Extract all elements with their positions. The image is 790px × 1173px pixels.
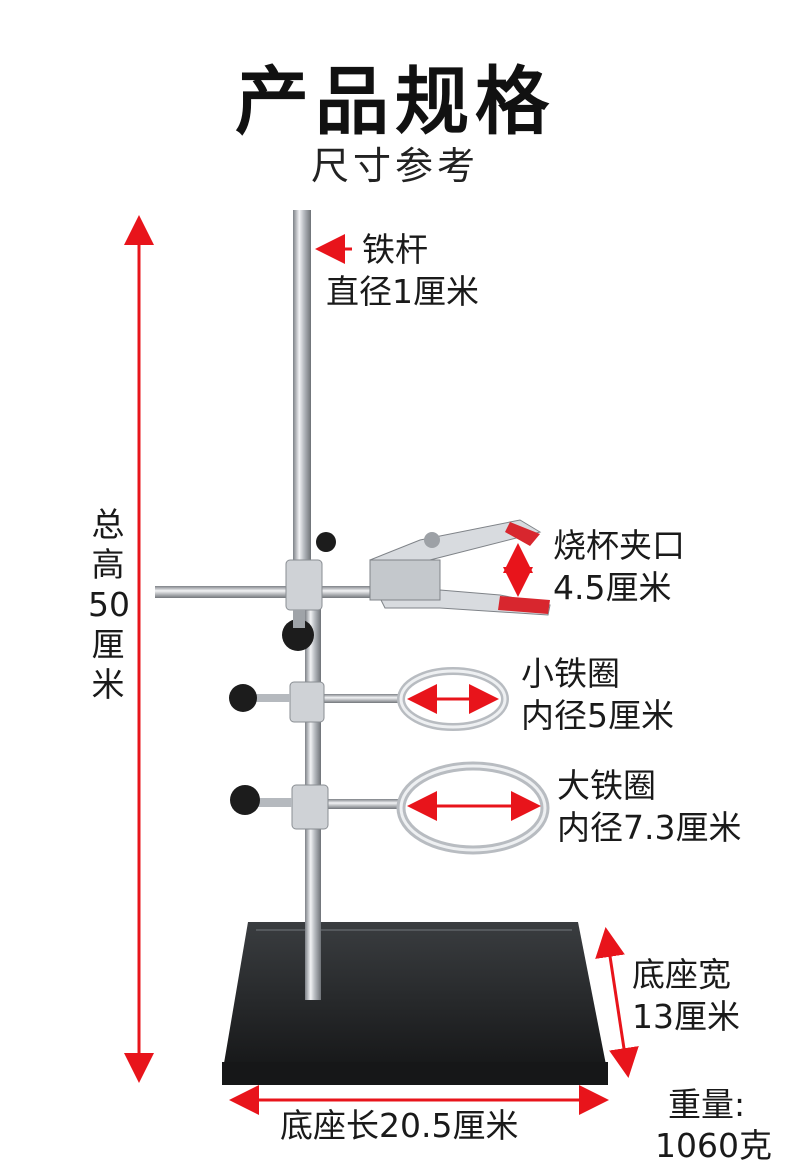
clamp-size-label: 4.5厘米 bbox=[553, 568, 672, 607]
clamp-arm bbox=[155, 586, 410, 598]
boss-knob-bottom bbox=[282, 619, 314, 651]
total-height-char: 50 bbox=[88, 585, 130, 624]
base-plate bbox=[222, 922, 608, 1085]
total-height-char: 米 bbox=[91, 665, 125, 704]
small-ring-assembly bbox=[229, 667, 509, 731]
total-height-char: 总 bbox=[91, 505, 125, 544]
base-width-size-label: 13厘米 bbox=[632, 997, 740, 1036]
base-length-label: 底座长20.5厘米 bbox=[280, 1106, 519, 1145]
weight-name-label: 重量: bbox=[668, 1085, 746, 1124]
large-ring-size-label: 内径7.3厘米 bbox=[557, 808, 742, 847]
boss-head bbox=[285, 559, 323, 611]
small-ring-size-label: 内径5厘米 bbox=[521, 696, 674, 735]
base-width-arrow bbox=[595, 927, 639, 1078]
small-ring-name-label: 小铁圈 bbox=[521, 654, 620, 693]
dimension-arrows bbox=[124, 215, 639, 1115]
rod-name-label: 铁杆 bbox=[362, 230, 428, 269]
total-height-label: 总 高 50 厘 米 bbox=[88, 505, 130, 705]
page-subtitle: 尺寸参考 bbox=[310, 144, 479, 188]
boss-knob-top bbox=[316, 532, 336, 552]
rod-diameter-label: 直径1厘米 bbox=[326, 272, 479, 311]
total-height-char: 厘 bbox=[91, 625, 125, 664]
base-width-name-label: 底座宽 bbox=[632, 955, 731, 994]
large-ring-name-label: 大铁圈 bbox=[557, 766, 656, 805]
clamp-name-label: 烧杯夹口 bbox=[553, 526, 685, 565]
page-title: 产品规格 bbox=[235, 59, 555, 145]
iron-rod bbox=[293, 210, 311, 610]
large-ring-assembly bbox=[230, 761, 550, 855]
weight-value-label: 1060克 bbox=[655, 1126, 772, 1165]
beaker-clamp bbox=[369, 519, 551, 616]
total-height-char: 高 bbox=[91, 545, 125, 584]
